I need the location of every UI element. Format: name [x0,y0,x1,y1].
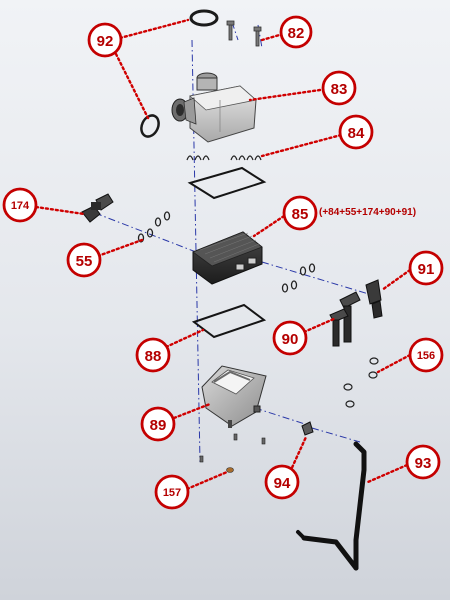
seal-157 [226,467,234,473]
seals-55 [137,211,316,293]
callout-88: 88 [135,337,171,373]
callout-85-label: 85 [292,206,309,223]
callout-82: 82 [279,15,313,49]
gasket-upper [187,166,267,200]
callout-84-label: 84 [348,125,365,142]
callout-55: 55 [66,242,102,278]
o-ring-92-lower [140,114,160,138]
callout-93-label: 93 [415,455,432,472]
upper-housing-83 [171,72,257,143]
callout-157: 157 [154,474,190,510]
callout-157-label: 157 [163,487,181,499]
callout-89: 89 [140,406,176,442]
callout-55-label: 55 [76,253,93,270]
o-ring-92 [189,9,219,27]
callout-156: 156 [408,337,444,373]
callout-90: 90 [272,320,308,356]
callout-91-label: 91 [418,261,435,278]
plug-94 [301,421,314,436]
callout-91: 91 [408,250,444,286]
callout-174-label: 174 [11,200,30,212]
callout-92: 92 [87,22,123,58]
leader-lines [34,18,412,491]
lower-tray-89 [201,365,267,428]
callout-156-label: 156 [417,350,435,362]
clips-84 [186,155,262,161]
connector-91 [365,279,383,319]
callout-93: 93 [405,444,441,480]
callout-83-label: 83 [331,81,348,98]
gasket-lower-88 [191,303,267,339]
screws-82 [226,20,262,47]
callout-174: 174 [2,187,38,223]
callout-94: 94 [264,464,300,500]
o-rings-156 [343,357,379,408]
callout-85-annotation: (+84+55+174+90+91) [319,207,416,218]
callout-84: 84 [338,114,374,150]
callout-83: 83 [321,70,357,106]
drain-hose-93 [296,441,367,571]
callout-89-label: 89 [150,417,167,434]
screws-lower [199,433,266,463]
core-85 [192,231,263,285]
callout-85: 85 [282,195,318,231]
callout-92-label: 92 [97,33,114,50]
callout-88-label: 88 [145,348,162,365]
callout-90-label: 90 [282,331,299,348]
callout-82-label: 82 [288,25,305,42]
fittings-90 [329,291,361,347]
elbow-174 [81,193,114,223]
callout-94-label: 94 [274,475,291,492]
